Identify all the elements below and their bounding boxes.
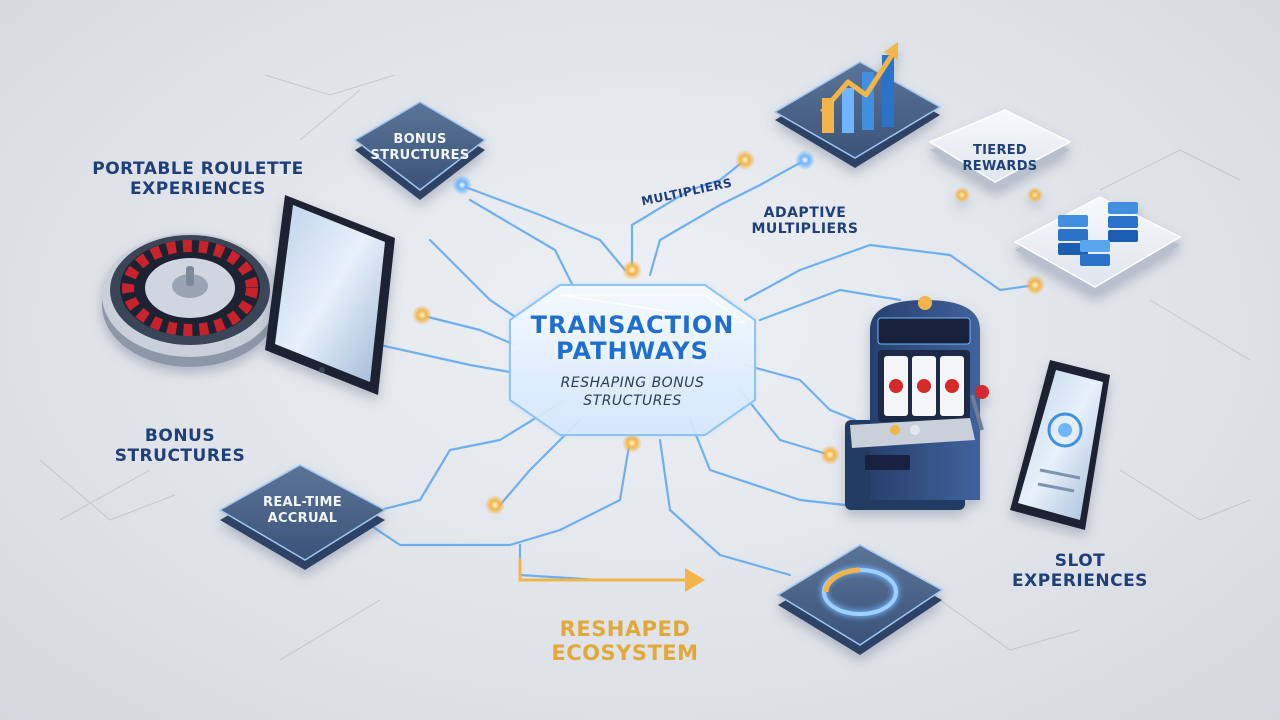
slot-machine <box>845 296 989 510</box>
hub-node <box>509 284 756 436</box>
label-adaptive-multipliers: ADAPTIVE MULTIPLIERS <box>751 205 859 238</box>
roulette-wheel <box>102 233 278 367</box>
ecosystem-arrow-head <box>685 568 705 592</box>
label-portable-roulette: PORTABLE ROULETTE EXPERIENCES <box>92 159 304 199</box>
smartphone-device <box>1010 360 1110 530</box>
chart-platform <box>773 42 942 168</box>
tile-label-real-time-accrual: REAL-TIME ACCRUAL <box>263 495 342 526</box>
hub-subtitle: RESHAPING BONUS STRUCTURES <box>560 375 705 409</box>
hub-title: TRANSACTION PATHWAYS <box>530 311 735 366</box>
ecosystem-arrow <box>518 558 687 582</box>
real-time-accrual-tile <box>218 464 387 570</box>
label-bonus-structures-left: BONUS STRUCTURES <box>114 426 246 466</box>
ring-platform <box>776 544 944 655</box>
label-slot-experiences: SLOT EXPERIENCES <box>1012 551 1148 591</box>
bonus-structures-tile <box>353 101 487 200</box>
label-reshaped-ecosystem: RESHAPED ECOSYSTEM <box>551 617 699 666</box>
tile-label-tiered-rewards: TIERED REWARDS <box>962 143 1038 174</box>
connection-nodes <box>412 150 1045 515</box>
blocks-platform <box>1013 196 1182 295</box>
tile-label-bonus-structures: BONUS STRUCTURES <box>370 132 470 163</box>
tiered-rewards-tile <box>928 109 1072 203</box>
tablet-device <box>265 195 395 395</box>
